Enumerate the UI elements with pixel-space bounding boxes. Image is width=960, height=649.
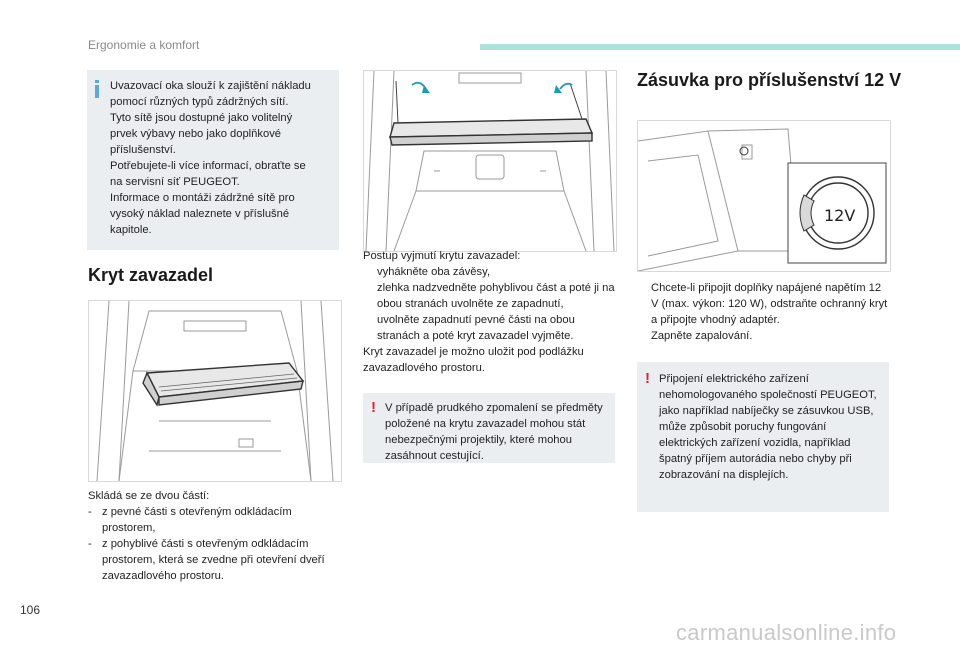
list-item-text: Zapněte zapalování. [651,330,753,342]
list-marker: - [88,506,92,518]
socket-label: 12V [824,206,855,225]
heading-kryt-zavazadel: Kryt zavazadel [88,265,214,285]
info-line: Potřebujete-li více informací, obraťte s… [110,160,306,172]
list-item: vyhákněte oba závěsy, [363,264,615,280]
kryt-intro: Skládá se ze dvou částí: [88,490,210,502]
list-item-text: uvolněte zapadnutí pevné části na obou s… [377,314,575,342]
list-item: -z pohyblivé části s otevřeným odkládací… [88,536,338,584]
section-title: Ergonomie a komfort [88,38,200,52]
warning-text: V případě prudkého zpomalení se předměty… [385,402,603,462]
kryt-description: Skládá se ze dvou částí: -z pevné části … [88,488,338,584]
list-item-text: z pevné části s otevřeným odkládacím pro… [102,506,292,534]
info-line: vysoký náklad naleznete v příslušné [110,208,290,220]
info-icon [95,80,99,98]
list-item: uvolněte zapadnutí pevné části na obou s… [363,312,615,344]
list-item-text: vyhákněte oba závěsy, [377,266,490,278]
socket-12v-illustration: 12V [637,120,891,272]
info-line: Tyto sítě jsou dostupné jako volitelný [110,112,293,124]
page-number: 106 [20,603,41,617]
watermark: carmanualsonline.info [676,620,897,645]
list-item: -z pevné části s otevřeným odkládacím pr… [88,504,338,536]
warning-box-electrical: ! Připojení elektrického zařízení nehomo… [637,362,889,512]
info-line: příslušenství. [110,144,176,156]
warning-box-deceleration: ! V případě prudkého zpomalení se předmě… [363,393,615,463]
warning-icon: ! [645,370,650,387]
list-item: Chcete-li připojit doplňky napájené napě… [637,280,889,328]
cover-removal-illustration [363,70,617,252]
info-line: Uvazovací oka slouží k zajištění nákladu [110,80,311,92]
list-item-text: Chcete-li připojit doplňky napájené napě… [651,282,888,326]
header-accent-bar [480,44,960,50]
list-marker: - [88,538,92,550]
info-box [87,70,339,250]
info-line: pomocí různých typů zádržných sítí. [110,96,289,108]
steps-outro: Kryt zavazadel je možno uložit pod podlá… [363,346,584,374]
cover-removal-steps: Postup vyjmutí krytu zavazadel: vyháknět… [363,248,615,376]
warning-text: Připojení elektrického zařízení nehomolo… [659,373,877,481]
info-line: prvek výbavy nebo jako doplňkové [110,128,282,140]
heading-zasuvka-12v: Zásuvka pro příslušenství 12 V [637,70,902,90]
info-line: kapitole. [110,224,152,236]
info-line: Informace o montáži zádržné sítě pro [110,192,295,204]
steps-intro: Postup vyjmutí krytu zavazadel: [363,250,521,262]
trunk-cover-illustration [88,300,342,482]
list-item-text: zlehka nadzvedněte pohyblivou část a pot… [377,282,615,310]
list-item: Zapněte zapalování. [637,328,889,344]
info-line: na servisní síť PEUGEOT. [110,176,240,188]
list-item-text: z pohyblivé části s otevřeným odkládacím… [102,538,325,582]
socket-instructions: Chcete-li připojit doplňky napájené napě… [637,280,889,344]
list-item: zlehka nadzvedněte pohyblivou část a pot… [363,280,615,312]
warning-icon: ! [371,399,376,416]
info-box-text: Uvazovací oka slouží k zajištění nákladu… [110,78,330,238]
